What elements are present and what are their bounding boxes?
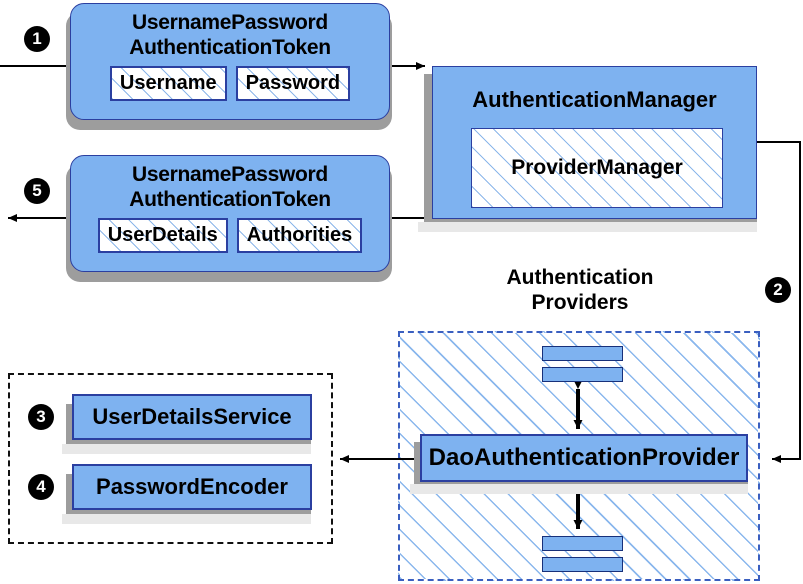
- manager-to-provider-line: [757, 141, 801, 463]
- authentication-providers-label-line1: Authentication: [506, 266, 654, 289]
- response-token-title: UsernamePassword AuthenticationToken: [129, 156, 331, 212]
- dao-provider-shadow-soft: [410, 484, 748, 494]
- request-token-title-line1: UsernamePassword: [132, 11, 328, 34]
- request-token-title: UsernamePassword AuthenticationToken: [129, 4, 331, 60]
- request-token-card: UsernamePassword AuthenticationToken Use…: [70, 3, 390, 120]
- username-field-chip: Username: [109, 66, 227, 101]
- dao-authentication-provider-card: DaoAuthenticationProvider: [420, 434, 748, 482]
- dependencies-group: [8, 373, 333, 544]
- authentication-manager-shadow-soft: [418, 222, 757, 232]
- step-3-bullet: 3: [28, 404, 54, 430]
- provider-manager-label: ProviderManager: [511, 156, 683, 179]
- authentication-providers-label: Authentication Providers: [430, 265, 730, 315]
- step-1-bullet: 1: [24, 26, 50, 52]
- provider-slot-bar-1: [542, 346, 623, 361]
- response-token-fields: UserDetails Authorities: [97, 218, 363, 253]
- step-4-bullet: 4: [28, 474, 54, 500]
- request-token-title-line2: AuthenticationToken: [129, 36, 331, 59]
- provider-slot-bar-2: [542, 367, 623, 382]
- response-token-title-line1: UsernamePassword: [132, 163, 328, 186]
- userdetailsservice-card: UserDetailsService: [72, 394, 312, 440]
- authentication-manager-title: AuthenticationManager: [472, 87, 717, 112]
- password-field-chip: Password: [235, 66, 351, 101]
- userdetailsservice-label: UserDetailsService: [92, 404, 292, 429]
- response-token-card: UsernamePassword AuthenticationToken Use…: [70, 155, 390, 272]
- provider-manager-box: ProviderManager: [471, 128, 723, 208]
- authorities-field-chip: Authorities: [236, 218, 363, 253]
- userdetails-field-chip: UserDetails: [97, 218, 228, 253]
- passwordencoder-card: PasswordEncoder: [72, 464, 312, 510]
- provider-slot-bar-4: [542, 557, 623, 572]
- step-5-bullet: 5: [24, 178, 50, 204]
- authentication-providers-label-line2: Providers: [531, 291, 629, 314]
- response-token-title-line2: AuthenticationToken: [129, 188, 331, 211]
- provider-slot-bar-3: [542, 536, 623, 551]
- userdetailsservice-shadow-soft: [62, 444, 311, 454]
- passwordencoder-label: PasswordEncoder: [96, 474, 288, 499]
- authentication-manager-card: AuthenticationManager ProviderManager: [432, 66, 757, 219]
- step-2-bullet: 2: [765, 277, 791, 303]
- dao-authentication-provider-label: DaoAuthenticationProvider: [428, 444, 740, 471]
- passwordencoder-shadow-soft: [62, 514, 311, 524]
- request-token-fields: Username Password: [109, 66, 351, 101]
